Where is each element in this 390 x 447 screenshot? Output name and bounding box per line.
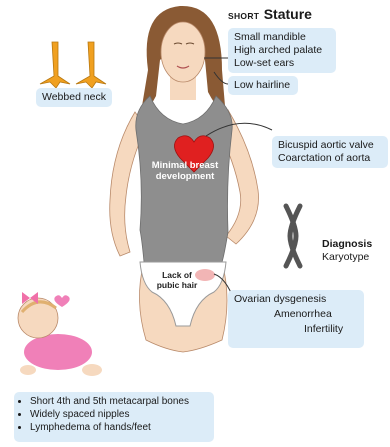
ovarian-sub1: Amenorrhea	[234, 308, 358, 321]
facial-feature-3: Low-set ears	[234, 57, 330, 70]
page-title: SHORT Stature	[228, 6, 312, 24]
diagnosis-label: Diagnosis	[322, 238, 372, 251]
diagnosis-block: Diagnosis Karyotype	[322, 238, 372, 264]
hand-finding-2: Widely spaced nipples	[30, 408, 208, 421]
chromosome-icon	[286, 206, 300, 266]
title-main: Stature	[264, 6, 312, 22]
webbed-neck-label: Webbed neck	[42, 91, 106, 104]
webbed-neck-box: Webbed neck	[36, 88, 112, 107]
ovarian-title: Ovarian dysgenesis	[234, 293, 358, 306]
facial-feature-2: High arched palate	[234, 44, 330, 57]
heart-small-icon	[54, 295, 69, 307]
low-hairline-box: Low hairline	[228, 76, 298, 95]
breast-label: Minimal breast development	[150, 160, 220, 182]
pubic-hair-label: Lack of pubic hair	[150, 270, 204, 290]
woman-face	[161, 22, 205, 82]
hand-finding-3: Lymphedema of hands/feet	[30, 421, 208, 434]
hand-findings-box: Short 4th and 5th metacarpal bones Widel…	[14, 392, 214, 442]
diagnosis-value: Karyotype	[322, 251, 372, 264]
duck-foot-left-icon	[40, 42, 70, 88]
baby-body	[24, 334, 92, 370]
ovarian-sub2: Infertility	[234, 323, 358, 336]
duck-foot-right-icon	[76, 42, 106, 88]
low-hairline-label: Low hairline	[234, 79, 292, 92]
hand-finding-1: Short 4th and 5th metacarpal bones	[30, 395, 208, 408]
title-prefix: SHORT	[228, 11, 259, 21]
ovarian-box: Ovarian dysgenesis Amenorrhea Infertilit…	[228, 290, 364, 348]
cardiac-item-2: Coarctation of aorta	[278, 152, 382, 165]
facial-features-box: Small mandible High arched palate Low-se…	[228, 28, 336, 73]
facial-feature-1: Small mandible	[234, 31, 330, 44]
hand-findings-list: Short 4th and 5th metacarpal bones Widel…	[20, 395, 208, 434]
cardiac-item-1: Bicuspid aortic valve	[278, 139, 382, 152]
cardiac-box: Bicuspid aortic valve Coarctation of aor…	[272, 136, 388, 168]
